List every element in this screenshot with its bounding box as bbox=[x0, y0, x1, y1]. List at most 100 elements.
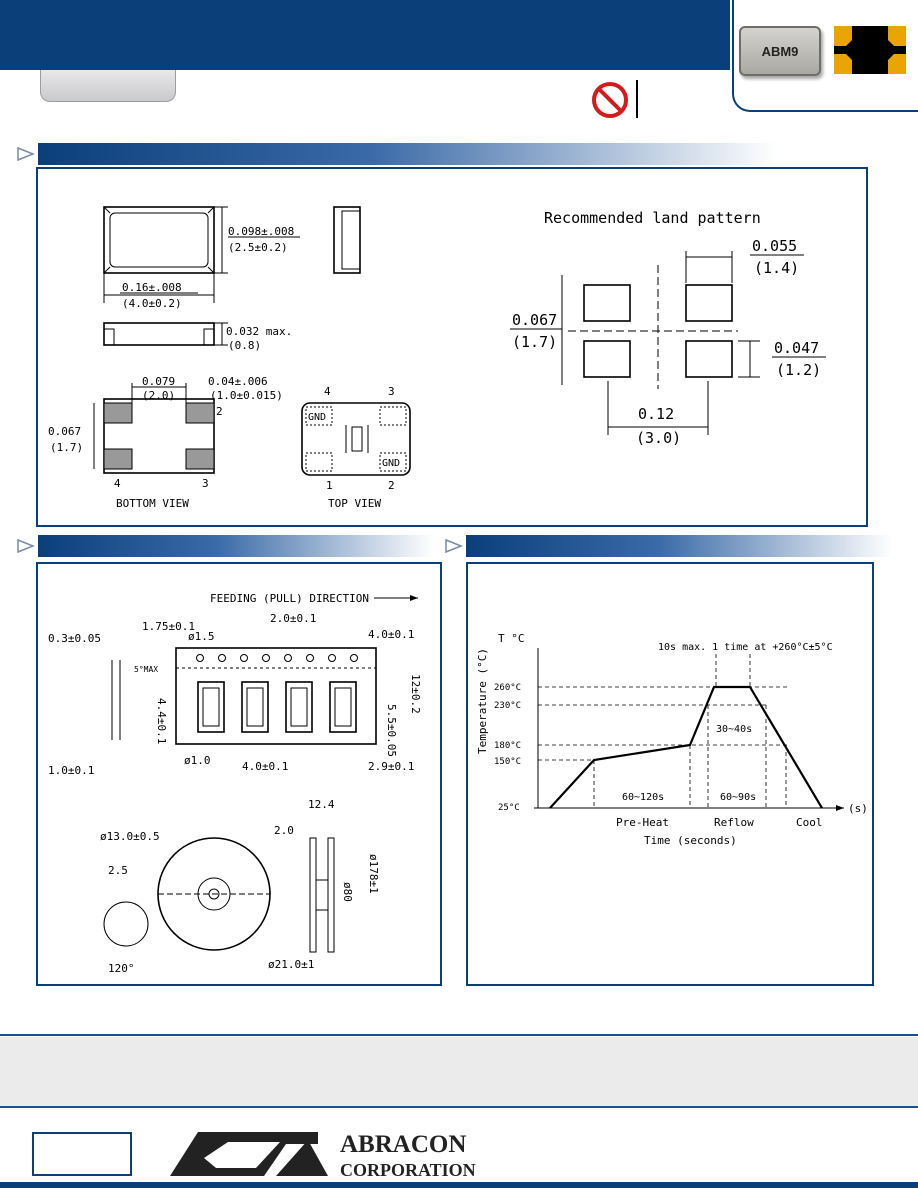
dim-pocket-hole-dia: 1.0±0.1 bbox=[48, 764, 94, 777]
rohs-icon bbox=[592, 82, 628, 118]
section-arrow-icon bbox=[17, 538, 36, 554]
top-view-label: TOP VIEW bbox=[328, 497, 381, 510]
reflow-x-axis-label: Time (seconds) bbox=[644, 834, 737, 847]
dim-pocket-depth: 4.4±0.1 bbox=[155, 698, 168, 744]
dim-key-width: 2.5 bbox=[108, 864, 128, 877]
logo-line1: ABRACON bbox=[340, 1131, 466, 1158]
land-pattern: Recommended land pattern 0.055 (1.4) 0.0… bbox=[510, 209, 826, 447]
logo-line2: CORPORATION bbox=[340, 1160, 476, 1178]
page-number-box bbox=[32, 1132, 132, 1176]
dim-pad-gap-mm: (1.0±0.015) bbox=[210, 389, 283, 402]
pin-3-label: 3 bbox=[388, 385, 395, 398]
outline-side-view bbox=[333, 206, 361, 274]
pin-3-label: 3 bbox=[202, 477, 209, 490]
outline-top-view: 0.098±.008 (2.5±0.2) 0.16±.008 (4.0±0.2) bbox=[103, 206, 300, 310]
dim-sprocket-hole: ø1.5 bbox=[188, 630, 215, 643]
dim-pad-h-mm: (1.7) bbox=[50, 441, 83, 454]
dim-hole-offset: 5.5±0.05 bbox=[385, 704, 398, 757]
dim-reel-hub: ø13.0±0.5 bbox=[100, 830, 160, 843]
reflow-range-6090: 60~90s bbox=[720, 792, 756, 803]
dim-tape-thickness: 0.3±0.05 bbox=[48, 632, 101, 645]
tape-reel-drawing: FEEDING (PULL) DIRECTION 0.3±0.05 1.75±0… bbox=[48, 592, 422, 975]
part-badge: ABM9 bbox=[739, 26, 821, 76]
dim-reel-dia: ø178±1 bbox=[367, 854, 380, 894]
package-image bbox=[834, 26, 906, 74]
land-span-h-mm: (1.7) bbox=[512, 333, 557, 351]
land-pad-w-mm: (1.4) bbox=[754, 259, 799, 277]
dim-hub-dia: ø21.0±1 bbox=[268, 958, 314, 971]
dim-sprocket-pitch: 4.0±0.1 bbox=[368, 628, 414, 641]
dim-height-mm: (2.5±0.2) bbox=[228, 241, 288, 254]
reflow-temp-unit: T °C bbox=[498, 632, 525, 645]
outline-bottom-view: 0.079 (2.0) 0.04±.006 (1.0±0.015) 0.067 … bbox=[48, 375, 283, 510]
dim-hole-edge: 1.75±0.1 bbox=[142, 620, 195, 633]
reflow-t180: 180°C bbox=[494, 741, 521, 751]
reflow-phase-cool: Cool bbox=[796, 816, 823, 829]
pin-4-label: 4 bbox=[114, 477, 121, 490]
section-bar-reflow bbox=[466, 535, 892, 557]
footer-band bbox=[0, 1037, 918, 1107]
pin-2-label: 2 bbox=[388, 479, 395, 492]
reflow-range-3040: 30~40s bbox=[716, 724, 752, 735]
land-span-h-in: 0.067 bbox=[512, 311, 557, 329]
gnd-label: GND bbox=[308, 412, 326, 423]
reflow-panel: T °C Temperature (°C) 10s max. 1 time at… bbox=[466, 562, 874, 986]
dim-height-in: 0.098±.008 bbox=[228, 225, 294, 238]
section-arrow-icon bbox=[445, 538, 464, 554]
reflow-range-60120: 60~120s bbox=[622, 792, 664, 803]
dimensions-drawing: 0.098±.008 (2.5±0.2) 0.16±.008 (4.0±0.2)… bbox=[48, 206, 826, 510]
land-span-w-mm: (3.0) bbox=[636, 429, 681, 447]
land-pad-w-in: 0.055 bbox=[752, 237, 797, 255]
dim-pocket-hole: ø1.0 bbox=[184, 754, 211, 767]
reflow-t150: 150°C bbox=[494, 757, 521, 767]
dim-key-angle: 120° bbox=[108, 962, 135, 975]
feeding-direction-label: FEEDING (PULL) DIRECTION bbox=[210, 592, 369, 605]
dim-hole-pitch: 2.0±0.1 bbox=[270, 612, 316, 625]
dim-reel-width: 12.4 bbox=[308, 798, 335, 811]
dim-pad-w-in: 0.079 bbox=[142, 375, 175, 388]
section-arrow-icon bbox=[17, 146, 36, 162]
land-pattern-title: Recommended land pattern bbox=[544, 209, 761, 227]
gnd-label: GND bbox=[382, 458, 400, 469]
reflow-peak-note: 10s max. 1 time at +260°C±5°C bbox=[658, 642, 833, 653]
bottom-view-label: BOTTOM VIEW bbox=[116, 497, 189, 510]
footer-divider bbox=[0, 1106, 918, 1108]
dim-thickness-in: 0.032 max. bbox=[226, 325, 292, 338]
section-bar-dimensions bbox=[38, 143, 778, 165]
dim-pad-gap-in: 0.04±.006 bbox=[208, 375, 268, 388]
reflow-t230: 230°C bbox=[494, 701, 521, 711]
bottom-bar bbox=[0, 1182, 918, 1188]
header-tab bbox=[40, 70, 176, 102]
dim-pocket-pitch: 4.0±0.1 bbox=[242, 760, 288, 773]
dim-tilt: 5°MAX bbox=[134, 665, 158, 674]
pin-2-label: 2 bbox=[216, 405, 223, 418]
dim-pad-w-mm: (2.0) bbox=[142, 389, 175, 402]
reflow-t25: 25°C bbox=[498, 803, 520, 813]
header-divider bbox=[636, 80, 638, 118]
outline-top-pin-view: 4 3 GND GND 1 2 TOP VIEW bbox=[301, 385, 411, 510]
dim-pad-h-in: 0.067 bbox=[48, 425, 81, 438]
reflow-x-unit: (s) bbox=[848, 802, 868, 815]
pin-1-label: 1 bbox=[326, 479, 333, 492]
dim-length-in: 0.16±.008 bbox=[122, 281, 182, 294]
reflow-t260: 260°C bbox=[494, 683, 521, 693]
reflow-phase-preheat: Pre-Heat bbox=[616, 816, 669, 829]
dim-thickness-mm: (0.8) bbox=[228, 339, 261, 352]
pin-4-label: 4 bbox=[324, 385, 331, 398]
reflow-profile-curve bbox=[549, 685, 823, 809]
land-span-w-in: 0.12 bbox=[638, 405, 674, 423]
header-bar bbox=[0, 0, 730, 70]
footer-divider bbox=[0, 1034, 918, 1036]
dim-length-mm: (4.0±0.2) bbox=[122, 297, 182, 310]
reflow-chart: T °C Temperature (°C) 10s max. 1 time at… bbox=[476, 632, 868, 847]
section-bar-tape bbox=[38, 535, 434, 557]
tape-reel-panel: FEEDING (PULL) DIRECTION 0.3±0.05 1.75±0… bbox=[36, 562, 442, 986]
dim-pocket-center: 2.9±0.1 bbox=[368, 760, 414, 773]
reflow-phase-reflow: Reflow bbox=[714, 816, 754, 829]
abracon-logo: ABRACON CORPORATION bbox=[170, 1131, 476, 1178]
reflow-y-axis-label: Temperature (°C) bbox=[476, 648, 489, 754]
dim-core-dia: ø80 bbox=[341, 882, 354, 902]
outline-thickness-view: 0.032 max. (0.8) bbox=[103, 322, 292, 352]
dim-flange: 2.0 bbox=[274, 824, 294, 837]
dimensions-panel: 0.098±.008 (2.5±0.2) 0.16±.008 (4.0±0.2)… bbox=[36, 167, 868, 527]
